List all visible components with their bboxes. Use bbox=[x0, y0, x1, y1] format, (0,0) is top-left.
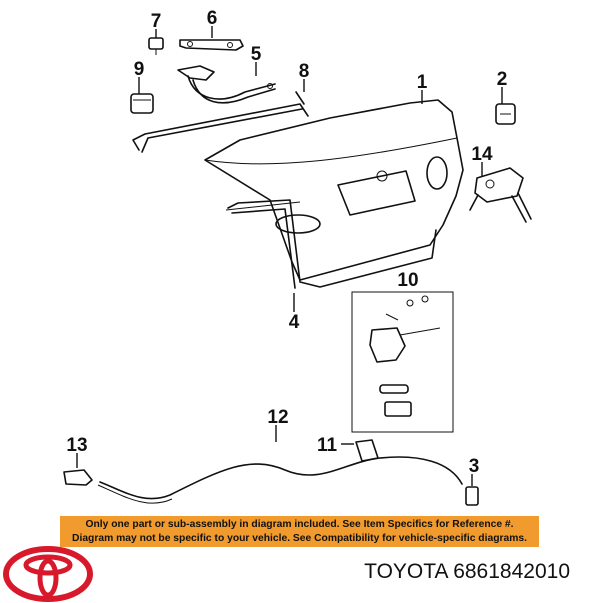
part-7-bolt bbox=[148, 37, 164, 55]
callout-5: 5 bbox=[251, 44, 262, 65]
part-number-caption: TOYOTA 6861842010 bbox=[364, 560, 570, 583]
part-12-cable bbox=[97, 456, 463, 504]
callout-3: 3 bbox=[469, 456, 480, 477]
part-1-trunk-lid bbox=[204, 99, 464, 281]
part-8-torsion-bar bbox=[132, 91, 309, 153]
notice-banner: Only one part or sub-assembly in diagram… bbox=[60, 516, 539, 547]
leader-lines bbox=[76, 26, 503, 486]
part-13-latch bbox=[63, 469, 93, 486]
callout-12: 12 bbox=[267, 407, 288, 428]
callout-8: 8 bbox=[299, 61, 310, 82]
callout-9: 9 bbox=[134, 59, 145, 80]
callout-13: 13 bbox=[66, 435, 87, 456]
part-3-release-handle bbox=[465, 486, 479, 506]
callout-2: 2 bbox=[497, 69, 508, 90]
callout-10: 10 bbox=[397, 270, 418, 291]
notice-line-1: Only one part or sub-assembly in diagram… bbox=[85, 519, 514, 530]
part-2-clip bbox=[495, 103, 516, 125]
part-9-stop bbox=[130, 93, 154, 114]
part-10-latch-kit bbox=[351, 291, 454, 433]
part-5-hinge bbox=[177, 65, 276, 104]
callout-1: 1 bbox=[417, 72, 428, 93]
part-6-bracket bbox=[179, 39, 244, 51]
part-11-bracket bbox=[355, 439, 379, 462]
parts-diagram: 7 6 5 8 9 2 1 14 10 4 12 11 13 3 bbox=[63, 8, 532, 506]
callout-6: 6 bbox=[207, 8, 218, 29]
callout-4: 4 bbox=[289, 312, 300, 333]
callout-14: 14 bbox=[471, 144, 493, 165]
callout-11: 11 bbox=[317, 435, 338, 456]
notice-line-2: Diagram may not be specific to your vehi… bbox=[72, 532, 527, 544]
callout-7: 7 bbox=[151, 11, 162, 32]
part-4-weatherstrip bbox=[227, 199, 437, 289]
part-14-lock-cylinder bbox=[469, 167, 532, 223]
toyota-logo-icon bbox=[3, 546, 93, 602]
